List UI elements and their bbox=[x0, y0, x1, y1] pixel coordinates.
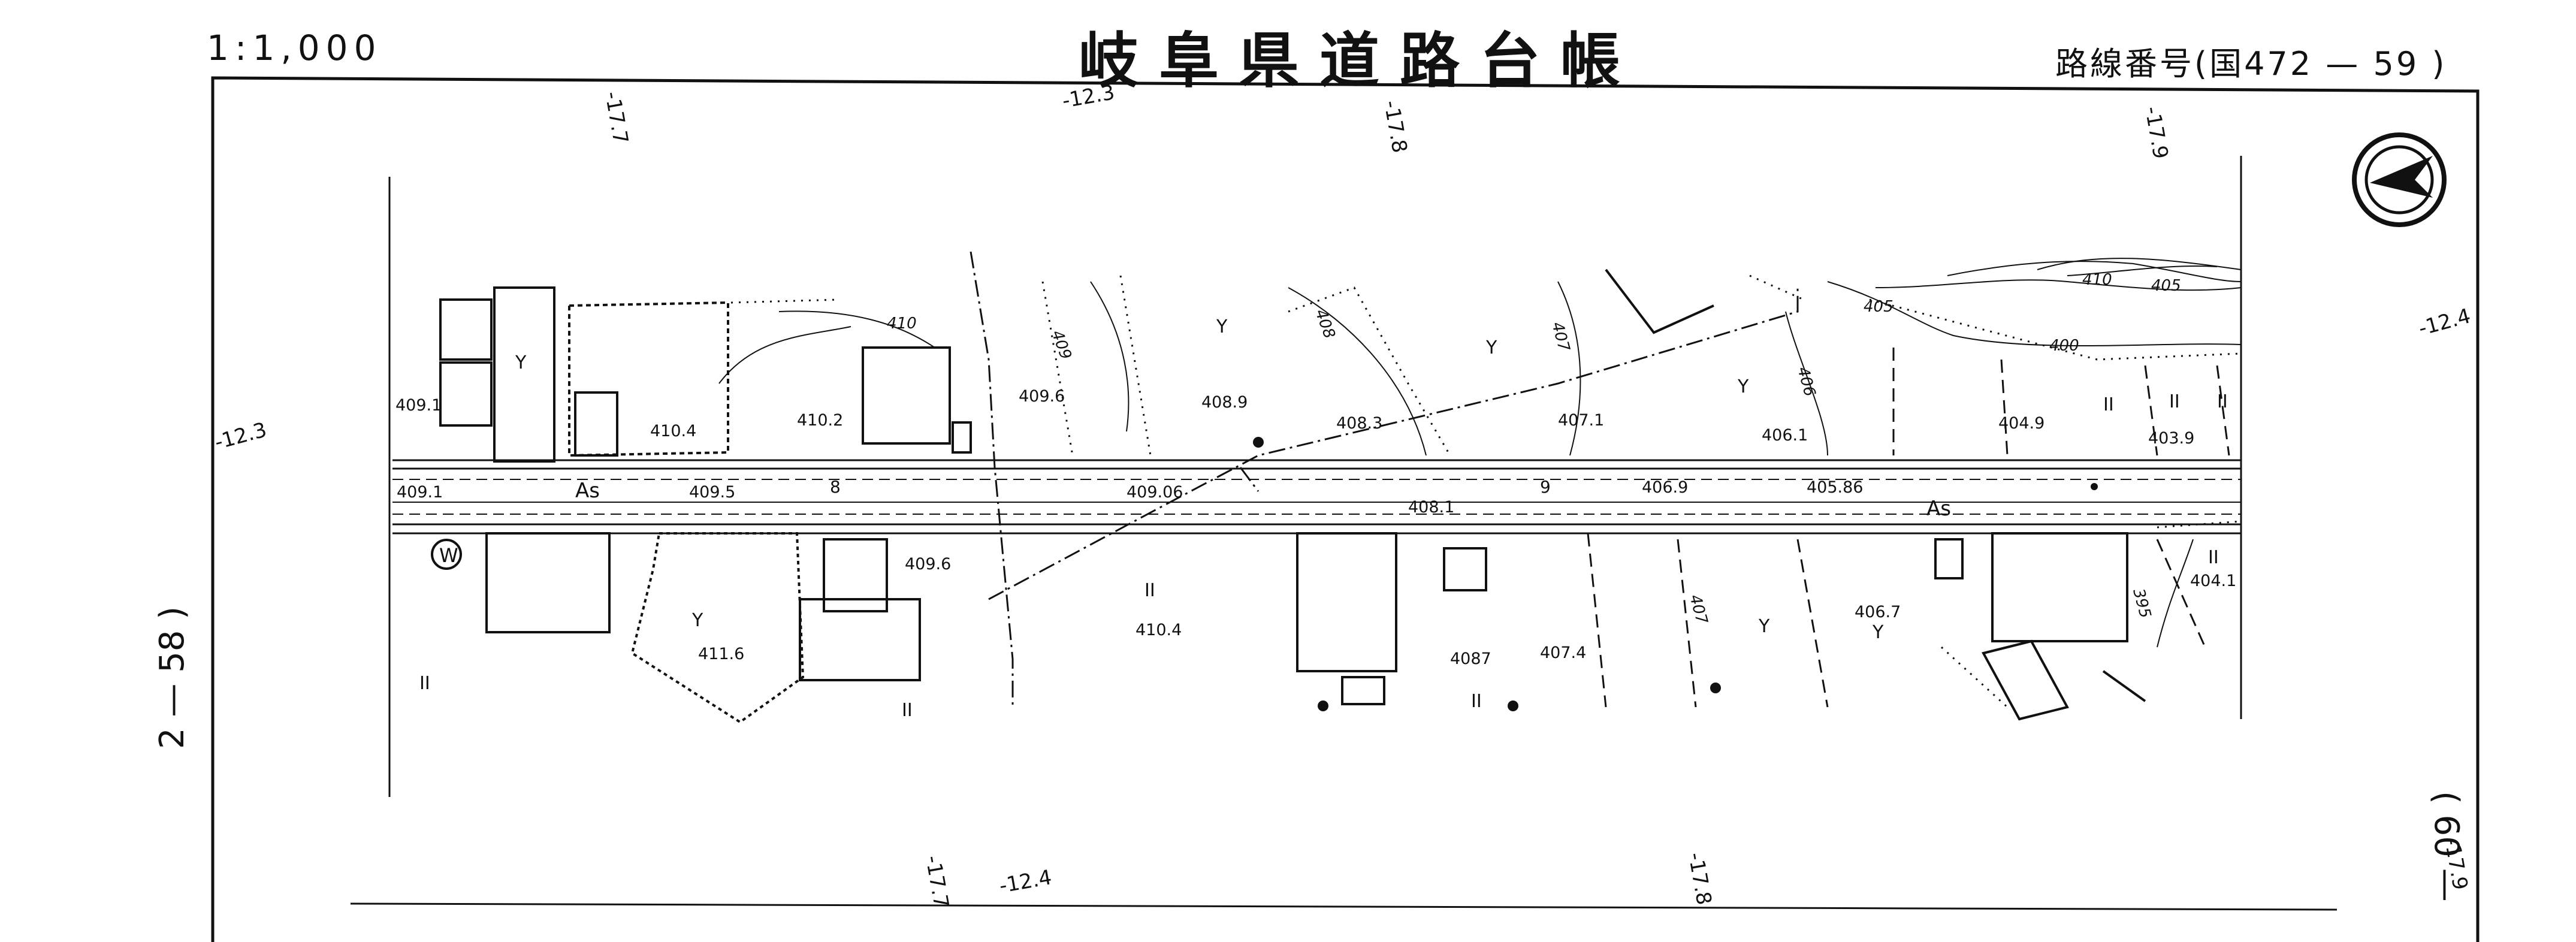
contour-labels: 410 409 408 407 406 405 400 410 405 407 … bbox=[887, 271, 2181, 626]
pipe-mark: II bbox=[2103, 394, 2114, 415]
spot-points bbox=[1253, 437, 2098, 711]
pipe-mark: II bbox=[2169, 391, 2180, 412]
elevation-label: 407.4 bbox=[1540, 644, 1586, 662]
elevation-label: 409.1 bbox=[395, 396, 442, 415]
pipe-mark: II bbox=[2208, 547, 2219, 568]
grid-label: -17.7 bbox=[920, 854, 953, 910]
elevation-label: 409.5 bbox=[689, 483, 735, 502]
land-mark: Y bbox=[515, 352, 527, 373]
scale-label: 1:1,000 bbox=[207, 28, 382, 68]
station-label: 9 bbox=[1540, 477, 1551, 497]
land-mark: Y bbox=[1758, 616, 1770, 637]
north-arrow-icon bbox=[2352, 132, 2447, 227]
map-frame bbox=[211, 76, 2480, 942]
grid-label: -17.8 bbox=[1379, 99, 1412, 155]
contour-label: 407 bbox=[1548, 320, 1573, 354]
land-mark: Y bbox=[1216, 316, 1228, 337]
grid-label: -17.7 bbox=[600, 90, 633, 146]
pipe-mark: II bbox=[1471, 691, 1482, 712]
elevation-label: 410.2 bbox=[797, 411, 843, 430]
grid-label: -12.3 bbox=[212, 418, 269, 454]
land-mark: Y bbox=[1485, 337, 1497, 358]
elevation-label: 405.86 bbox=[1807, 478, 1863, 497]
pipe-mark: II bbox=[2217, 391, 2228, 412]
contour-label: 405 bbox=[1864, 298, 1894, 316]
grid-label: -12.4 bbox=[998, 865, 1054, 898]
elevation-label: 410.4 bbox=[650, 422, 696, 440]
elevation-label: 408.3 bbox=[1336, 414, 1382, 433]
elevation-label: 406.7 bbox=[1855, 603, 1901, 621]
route-number-label: 路線番号(国472 — 59 ) bbox=[2055, 45, 2447, 83]
adjacent-sheet-right: ( 60 — bbox=[2427, 791, 2466, 902]
elevation-labels: 409.1 410.4 410.2 409.6 408.9 408.3 407.… bbox=[395, 387, 2236, 668]
contour-label: 408 bbox=[1311, 307, 1338, 341]
elevation-label: 409.1 bbox=[397, 483, 443, 502]
elevation-label: 409.6 bbox=[905, 555, 951, 573]
pipe-mark: II bbox=[1144, 580, 1155, 601]
elevation-label: 404.9 bbox=[1998, 414, 2045, 433]
well-mark: W bbox=[439, 544, 458, 567]
contour-label: 410 bbox=[887, 315, 917, 333]
elevation-label: 407.1 bbox=[1558, 411, 1604, 430]
buildings-north bbox=[439, 268, 1714, 463]
station-label: 8 bbox=[830, 477, 841, 497]
surface-label: As bbox=[575, 479, 600, 503]
pipe-mark: II bbox=[902, 700, 913, 721]
grid-label: -17.8 bbox=[1683, 851, 1716, 907]
elevation-label: 408.9 bbox=[1201, 393, 1248, 412]
page-title: 岐阜県道路台帳 bbox=[1079, 26, 1641, 96]
pipe-mark: II bbox=[419, 673, 430, 694]
adjacent-sheet-left: 2 — 58 ) bbox=[153, 606, 192, 749]
bottom-rule bbox=[350, 902, 2338, 911]
land-mark: Y bbox=[691, 610, 703, 631]
surface-label: As bbox=[1926, 497, 1951, 521]
grid-labels: -17.7 -12.3 -17.8 -17.9 -12.3 -12.4 -17.… bbox=[212, 80, 2473, 910]
well-icon: W bbox=[431, 539, 462, 570]
elevation-label: 410.4 bbox=[1136, 621, 1182, 639]
contour-label: 406 bbox=[1793, 365, 1819, 398]
contour-label: 395 bbox=[2129, 587, 2154, 620]
land-use-symbols: Y Y Y Y Y Y Y II II II II II II II II bbox=[419, 316, 2228, 721]
grid-label: -17.9 bbox=[2140, 105, 2173, 161]
elevation-label: 406.9 bbox=[1642, 478, 1688, 497]
contour-label: 405 bbox=[2151, 277, 2181, 295]
buildings-south bbox=[485, 532, 2146, 724]
elevation-label: 409.06 bbox=[1127, 483, 1183, 502]
elevation-label: 404.1 bbox=[2190, 572, 2236, 590]
elevation-label: 403.9 bbox=[2148, 429, 2194, 448]
contour-lines bbox=[718, 258, 2242, 648]
property-lines bbox=[1587, 348, 2230, 708]
road bbox=[392, 459, 2241, 535]
road-labels: As As 8 9 bbox=[575, 477, 1951, 521]
contour-label: 400 bbox=[2049, 337, 2079, 355]
contour-label: 409 bbox=[1047, 328, 1074, 362]
elevation-label: 409.6 bbox=[1019, 387, 1065, 406]
land-mark: Y bbox=[1872, 622, 1884, 643]
boundary-lines bbox=[970, 251, 1799, 707]
elevation-label: 4087 bbox=[1450, 650, 1491, 668]
grid-label: -12.4 bbox=[2416, 304, 2473, 340]
elevation-label: 408.1 bbox=[1408, 498, 1454, 517]
elevation-label: 411.6 bbox=[698, 645, 744, 663]
elevation-label: 406.1 bbox=[1762, 426, 1808, 445]
land-mark: Y bbox=[1737, 376, 1749, 397]
contour-label: 407 bbox=[1686, 593, 1711, 626]
parcel-lines bbox=[730, 274, 2242, 708]
contour-label: 410 bbox=[2082, 271, 2112, 289]
